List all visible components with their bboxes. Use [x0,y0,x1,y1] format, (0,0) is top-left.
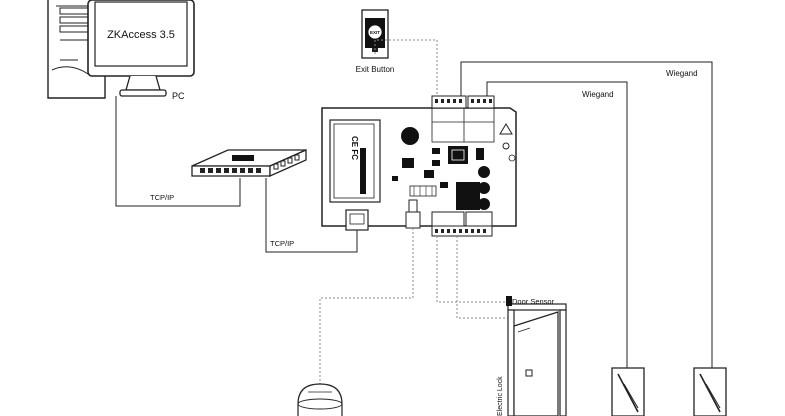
electric-lock-label: Electric Lock [497,376,504,416]
door-sensor-label: Door Sensor [512,297,555,306]
pc-screen-label: ZKAccess 3.5 [107,29,175,41]
card-reader-icon [693,367,727,416]
exit-button-cable [374,39,438,96]
siren-cable [319,228,414,390]
board-ce-label: CE FC [350,136,359,160]
wiegand-1-cable [486,81,628,368]
wiegand-2-label: Wiegand [666,69,698,78]
hub-label: HUB [238,156,248,161]
door-icon [506,296,567,416]
desktop-pc-icon: ZKAccess 3.5 PC [47,0,195,101]
wiegand-2-cable [460,61,713,368]
pc-hub-cable [115,96,241,207]
hub-controller-cable [265,178,358,253]
network-hub-icon: HUB [191,148,307,178]
lock-cable [456,236,509,340]
card-reader-icon [611,367,645,416]
door-sensor-cable [436,236,508,303]
wiegand-1-label: Wiegand [582,90,614,99]
exit-button-label: Exit Button [356,65,395,74]
pc-label: PC [172,91,185,101]
exit-button-icon: EXIT [361,9,389,59]
controller-board-icon: CE FC [321,95,517,237]
alarm-siren-icon [297,383,343,416]
exit-button-face-label: EXIT [370,30,380,35]
tcpip-top-label: TCP/IP [150,193,174,202]
tcpip-bottom-label: TCP/IP [270,239,294,248]
